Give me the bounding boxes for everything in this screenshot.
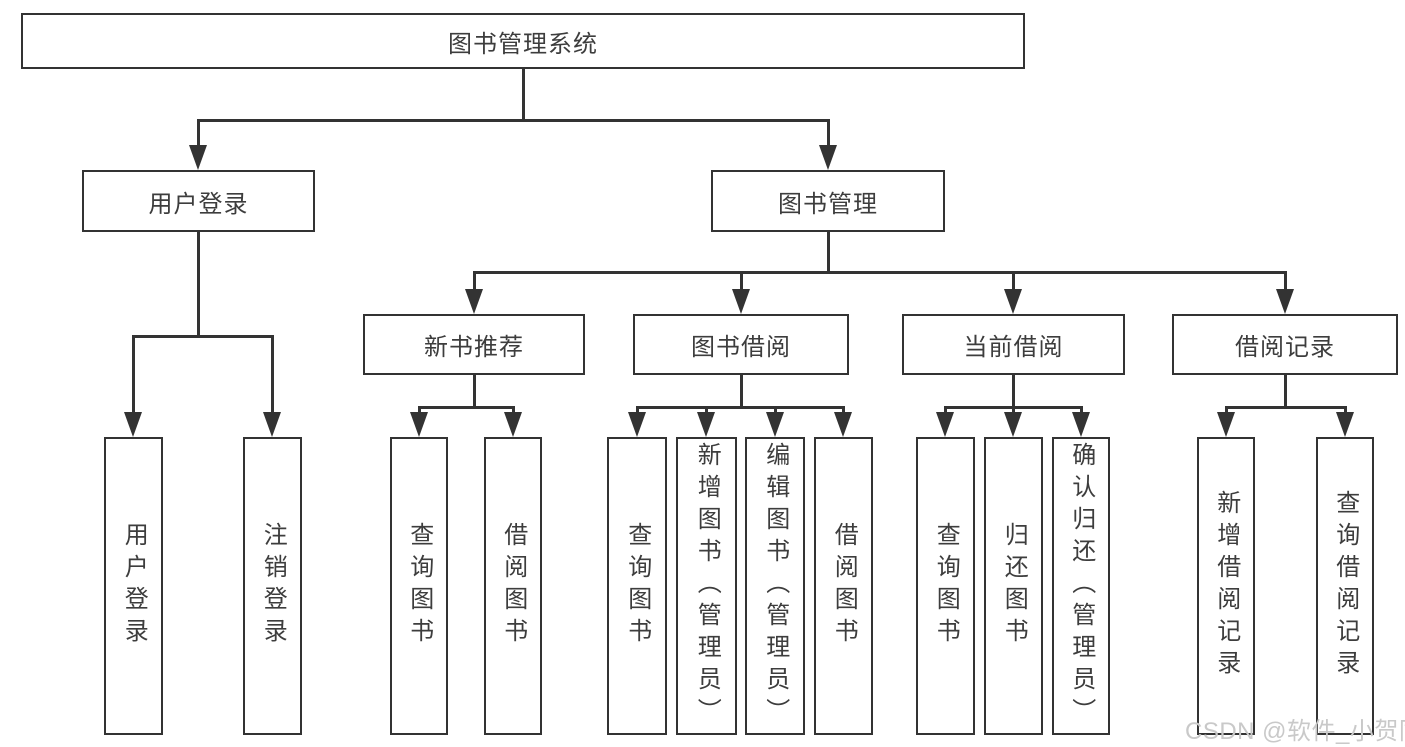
connector-line xyxy=(704,407,708,414)
node-leaf-confirm-return: 确认归还（管理员） xyxy=(1052,437,1110,735)
connector-line xyxy=(472,272,476,291)
node-leaf-return-books: 归还图书 xyxy=(984,437,1043,735)
connector-line xyxy=(1079,407,1083,414)
arrow-down-icon xyxy=(1276,289,1294,314)
arrow-down-icon xyxy=(834,412,852,437)
node-book-management: 图书管理 xyxy=(711,170,945,232)
node-root: 图书管理系统 xyxy=(21,13,1025,69)
connector-line xyxy=(943,407,947,414)
node-leaf-query-books-3: 查询图书 xyxy=(916,437,975,735)
connector-line xyxy=(1283,375,1287,407)
arrow-down-icon xyxy=(1004,289,1022,314)
connector-line xyxy=(635,405,845,409)
connector-line xyxy=(841,407,845,414)
connector-line xyxy=(635,407,639,414)
node-leaf-add-books: 新增图书（管理员） xyxy=(676,437,737,735)
connector-line xyxy=(739,375,743,407)
connector-line xyxy=(773,407,777,414)
node-leaf-logout: 注销登录 xyxy=(243,437,302,735)
connector-line xyxy=(511,407,515,414)
arrow-down-icon xyxy=(697,412,715,437)
node-leaf-add-borrow-rec: 新增借阅记录 xyxy=(1197,437,1255,735)
connector-line xyxy=(196,232,200,336)
node-leaf-user-login: 用户登录 xyxy=(104,437,163,735)
connector-line xyxy=(131,336,135,414)
connector-line xyxy=(417,405,515,409)
connector-line xyxy=(417,407,421,414)
connector-line xyxy=(826,232,830,272)
arrow-down-icon xyxy=(1336,412,1354,437)
connector-line xyxy=(196,120,200,147)
arrow-down-icon xyxy=(1004,412,1022,437)
node-leaf-query-borrow-rec: 查询借阅记录 xyxy=(1316,437,1374,735)
connector-line xyxy=(1011,272,1015,291)
node-user-login: 用户登录 xyxy=(82,170,315,232)
node-current-borrowing: 当前借阅 xyxy=(902,314,1125,375)
connector-line xyxy=(1224,405,1347,409)
connector-line xyxy=(1283,272,1287,291)
connector-line xyxy=(131,334,274,338)
arrow-down-icon xyxy=(936,412,954,437)
connector-line xyxy=(472,270,1287,274)
node-book-borrowing: 图书借阅 xyxy=(633,314,849,375)
connector-line xyxy=(196,118,830,122)
arrow-down-icon xyxy=(263,412,281,437)
arrow-down-icon xyxy=(732,289,750,314)
connector-line xyxy=(521,69,525,120)
connector-line xyxy=(826,120,830,147)
node-leaf-borrow-books-1: 借阅图书 xyxy=(484,437,542,735)
arrow-down-icon xyxy=(504,412,522,437)
arrow-down-icon xyxy=(766,412,784,437)
arrow-down-icon xyxy=(189,145,207,170)
connector-line xyxy=(270,336,274,414)
connector-line xyxy=(1224,407,1228,414)
arrow-down-icon xyxy=(410,412,428,437)
arrow-down-icon xyxy=(1072,412,1090,437)
node-leaf-edit-books: 编辑图书（管理员） xyxy=(745,437,805,735)
watermark: CSDN @软件_小贺同学 xyxy=(1185,718,1405,745)
connector-line xyxy=(739,272,743,291)
connector-line xyxy=(1343,407,1347,414)
arrow-down-icon xyxy=(819,145,837,170)
node-leaf-query-books-2: 查询图书 xyxy=(607,437,667,735)
arrow-down-icon xyxy=(124,412,142,437)
connector-line xyxy=(1011,407,1015,414)
connector-line xyxy=(1011,375,1015,407)
connector-line xyxy=(472,375,476,407)
arrow-down-icon xyxy=(628,412,646,437)
node-new-book-recommend: 新书推荐 xyxy=(363,314,585,375)
node-borrowing-records: 借阅记录 xyxy=(1172,314,1398,375)
node-leaf-query-books-1: 查询图书 xyxy=(390,437,448,735)
arrow-down-icon xyxy=(1217,412,1235,437)
arrow-down-icon xyxy=(465,289,483,314)
node-leaf-borrow-books-2: 借阅图书 xyxy=(814,437,873,735)
